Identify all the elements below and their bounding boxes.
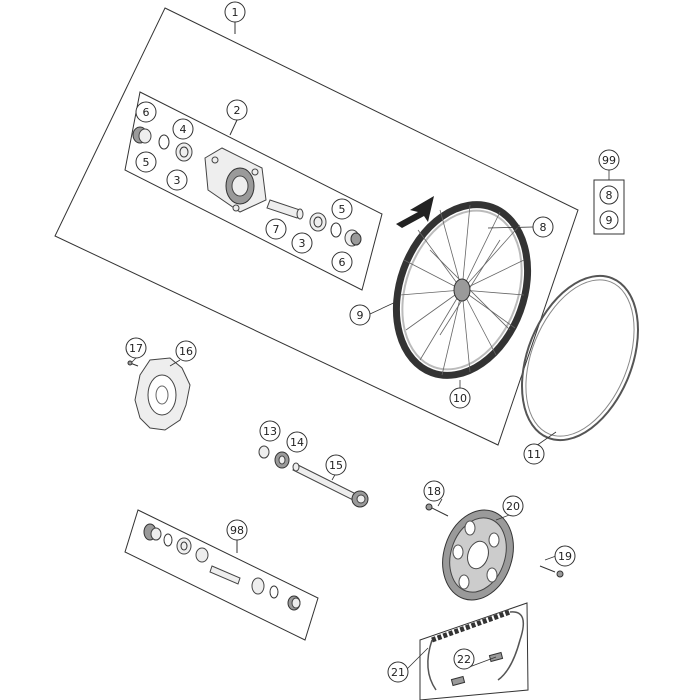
svg-text:6: 6 [339, 256, 346, 269]
callout-17[interactable]: 17 [125, 337, 147, 359]
callout-98[interactable]: 98 [226, 519, 248, 541]
sprocket-bolt [425, 503, 449, 517]
callout-13[interactable]: 13 [259, 420, 281, 442]
callout-15[interactable]: 15 [325, 454, 347, 476]
callout-7[interactable]: 7 [265, 218, 287, 240]
callout-10[interactable]: 10 [449, 387, 471, 409]
callout-3[interactable]: 3 [291, 232, 313, 254]
callout-99[interactable]: 99 [598, 149, 620, 171]
callout-14[interactable]: 14 [286, 431, 308, 453]
callout-6[interactable]: 6 [135, 101, 157, 123]
svg-text:8: 8 [606, 189, 613, 202]
svg-text:6: 6 [143, 106, 150, 119]
svg-text:7: 7 [273, 223, 280, 236]
callout-4[interactable]: 4 [172, 118, 194, 140]
callout-1[interactable]: 1 [224, 1, 246, 23]
svg-text:3: 3 [174, 174, 181, 187]
svg-text:8: 8 [540, 221, 547, 234]
rear-sprocket [442, 509, 514, 601]
leader-lines [131, 226, 557, 671]
callout-5[interactable]: 5 [331, 198, 353, 220]
svg-text:5: 5 [143, 156, 150, 169]
svg-text:10: 10 [453, 392, 467, 405]
svg-text:22: 22 [457, 653, 471, 666]
rim-and-spokes [392, 201, 532, 379]
callout-99-8[interactable]: 8 [599, 185, 619, 205]
callout-22[interactable]: 22 [453, 648, 475, 670]
hub-parts [132, 126, 362, 247]
svg-text:9: 9 [357, 309, 364, 322]
callout-21[interactable]: 21 [387, 661, 409, 683]
callout-99-9[interactable]: 9 [599, 210, 619, 230]
svg-text:15: 15 [329, 459, 343, 472]
svg-text:18: 18 [427, 485, 441, 498]
svg-text:2: 2 [234, 104, 241, 117]
callout-5[interactable]: 5 [135, 151, 157, 173]
svg-text:4: 4 [180, 123, 187, 136]
svg-text:20: 20 [506, 500, 520, 513]
svg-text:98: 98 [230, 524, 244, 537]
chain-kit-frame [419, 602, 529, 700]
callout-8[interactable]: 8 [532, 216, 554, 238]
svg-text:21: 21 [391, 666, 405, 679]
callout-19[interactable]: 19 [554, 545, 576, 567]
callout-20[interactable]: 20 [502, 495, 524, 517]
hub-subassembly-frame [124, 91, 383, 291]
svg-text:11: 11 [527, 448, 541, 461]
drive-chain [427, 609, 525, 691]
callout-6[interactable]: 6 [331, 251, 353, 273]
svg-text:17: 17 [129, 342, 143, 355]
wheel-axle [292, 462, 369, 508]
callout-3[interactable]: 3 [166, 169, 188, 191]
svg-text:5: 5 [339, 203, 346, 216]
svg-text:1: 1 [232, 6, 239, 19]
axle-spacers [258, 445, 290, 469]
svg-text:3: 3 [299, 237, 306, 250]
bearing-kit-frame [124, 509, 319, 641]
wheel-assembly-frame [54, 7, 579, 446]
callout-18[interactable]: 18 [423, 480, 445, 502]
svg-text:9: 9 [606, 214, 613, 227]
disc-screw [127, 360, 139, 367]
brake-disc [134, 357, 191, 431]
callout-9[interactable]: 9 [349, 304, 371, 326]
bearing-kit-parts [143, 523, 301, 611]
callout-2[interactable]: 2 [226, 99, 248, 121]
svg-text:19: 19 [558, 550, 572, 563]
svg-text:99: 99 [602, 154, 616, 167]
sprocket-nut [539, 565, 564, 578]
callouts: 1 2 6 4 5 3 7 3 5 6 8 9 10 11 17 16 13 1… [125, 1, 620, 683]
callout-11[interactable]: 11 [523, 443, 545, 465]
svg-text:13: 13 [263, 425, 277, 438]
svg-text:14: 14 [290, 436, 304, 449]
callout-16[interactable]: 16 [175, 340, 197, 362]
svg-text:16: 16 [179, 345, 193, 358]
rotation-arrow-icon [396, 196, 434, 228]
